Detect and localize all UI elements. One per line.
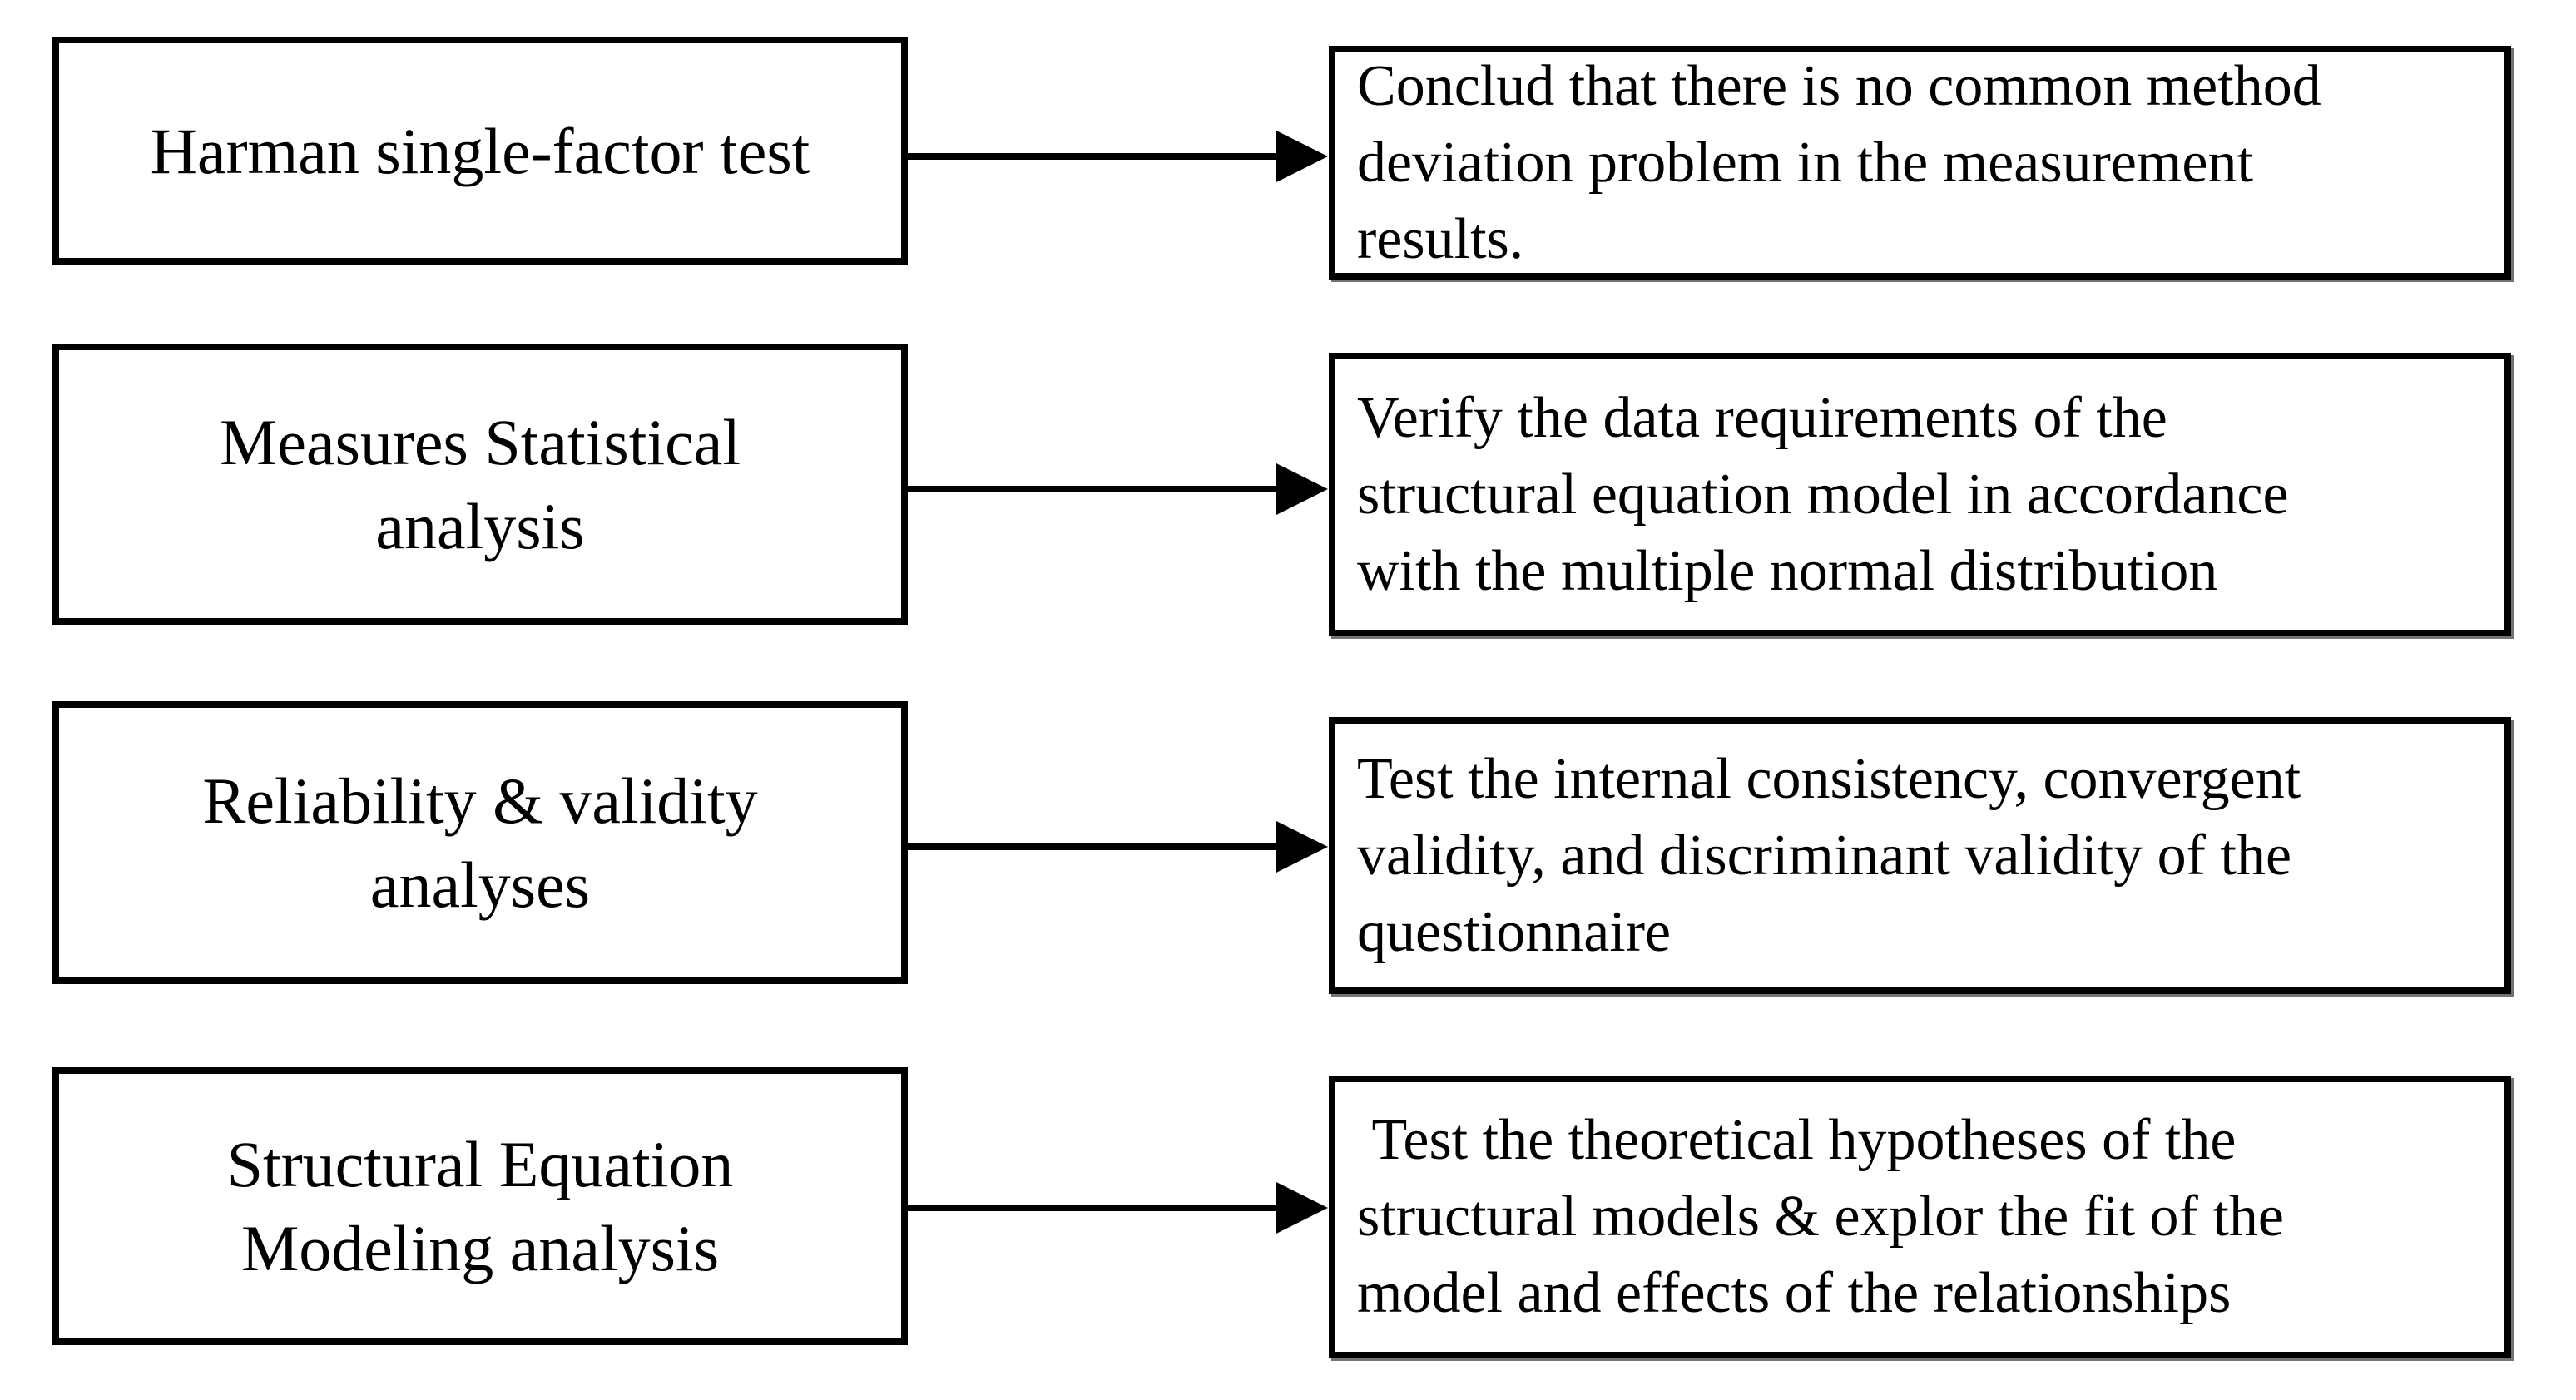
description-line: Test the internal consistency, convergen… — [1357, 746, 2301, 811]
method-label: analyses — [369, 848, 591, 921]
method-label: Measures Statistical — [219, 406, 741, 478]
arrow-line — [905, 843, 1281, 850]
description-line: structural models & explor the fit of th… — [1357, 1185, 2284, 1249]
box-measures-result: Verify the data requirements of the stru… — [1329, 353, 2511, 636]
description-line: model and effects of the relationships — [1357, 1261, 2232, 1325]
box-sem-result: Test the theoretical hypotheses of the s… — [1329, 1076, 2511, 1358]
description-line: with the multiple normal distribution — [1357, 538, 2218, 603]
arrow-right-icon — [1276, 131, 1328, 182]
description-line: deviation problem in the measurement — [1357, 130, 2253, 195]
description-line: Conclud that there is no common method — [1357, 53, 2321, 118]
method-label: analysis — [375, 490, 585, 562]
arrow-line — [905, 1205, 1281, 1211]
description-line: structural equation model in accordance — [1357, 462, 2289, 527]
description-line: validity, and discriminant validity of t… — [1357, 823, 2292, 888]
arrow-right-icon — [1276, 821, 1328, 873]
description-line: Verify the data requirements of the — [1357, 385, 2167, 450]
method-label: Reliability & validity — [202, 764, 758, 837]
description-line: Test the theoretical hypotheses of the — [1357, 1108, 2237, 1172]
arrow-line — [905, 153, 1281, 160]
arrow-right-icon — [1276, 463, 1328, 515]
arrow-right-icon — [1276, 1182, 1328, 1234]
arrow-line — [905, 486, 1281, 492]
box-reliability-result: Test the internal consistency, convergen… — [1329, 717, 2511, 994]
method-label: Structural Equation — [226, 1128, 734, 1200]
box-harman-result: Conclud that there is no common method d… — [1329, 46, 2511, 280]
description-line: questionnaire — [1357, 899, 1672, 964]
method-label: Modeling analysis — [240, 1212, 720, 1284]
box-reliability-analyses: Reliability & validity analyses — [52, 701, 908, 984]
box-sem-analysis: Structural Equation Modeling analysis — [52, 1067, 908, 1345]
description-line: results. — [1357, 206, 1524, 271]
box-harman-test: Harman single-factor test — [52, 37, 908, 265]
box-measures-analysis: Measures Statistical analysis — [52, 344, 908, 625]
method-label: Harman single-factor test — [150, 114, 810, 187]
